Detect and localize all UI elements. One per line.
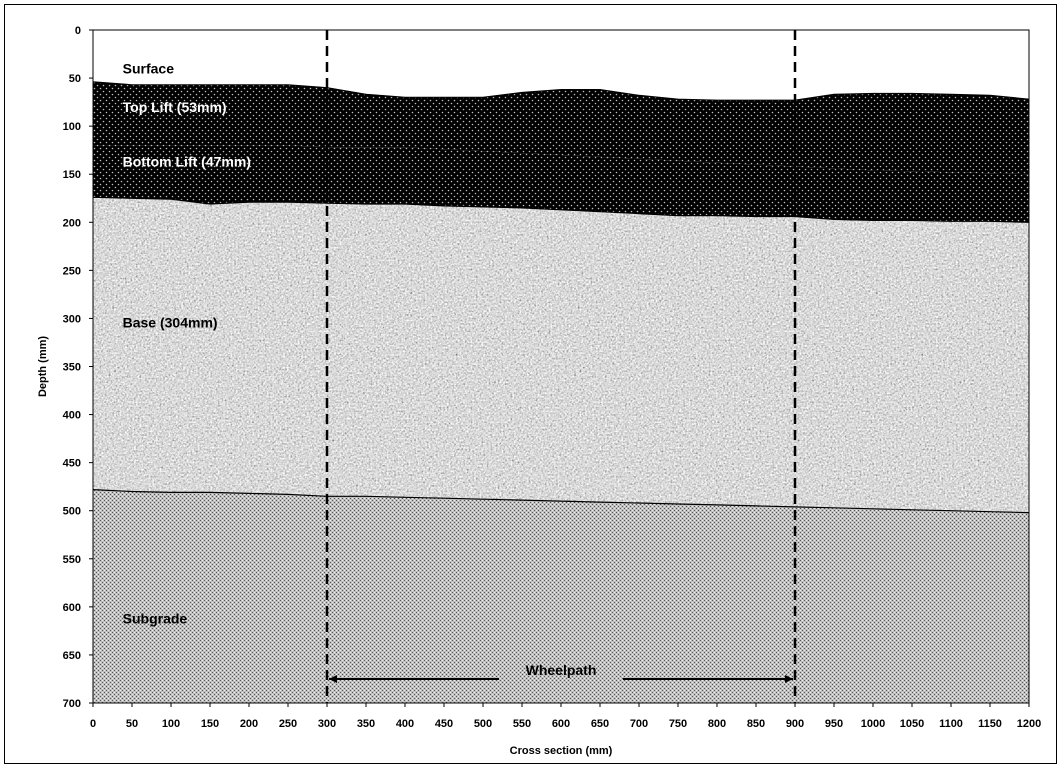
y-tick-label: 450 <box>63 458 81 470</box>
x-axis-title: Cross section (mm) <box>510 745 613 757</box>
x-tick-label: 750 <box>669 718 687 730</box>
y-tick-label: 650 <box>63 650 81 662</box>
x-tick-label: 1050 <box>900 718 924 730</box>
x-tick-label: 250 <box>279 718 297 730</box>
bottom-lift-bottom-line <box>92 196 1030 223</box>
surface-line <box>92 81 1030 101</box>
wheelpath-label: Wheelpath <box>526 662 597 678</box>
wheelpath-arrowhead-right <box>785 674 793 683</box>
layer-label-3: Base (304mm) <box>123 314 218 330</box>
layer-label-1: Top Lift (53mm) <box>123 99 227 115</box>
x-tick-label: 1200 <box>1017 718 1041 730</box>
base-bottom-line <box>92 489 1030 514</box>
y-tick-label: 250 <box>63 265 81 277</box>
x-tick-label: 850 <box>747 718 765 730</box>
y-tick-label: 400 <box>63 410 81 422</box>
x-tick-label: 950 <box>825 718 843 730</box>
x-tick-label: 450 <box>435 718 453 730</box>
x-tick-label: 200 <box>240 718 258 730</box>
x-tick-label: 100 <box>162 718 180 730</box>
x-tick-label: 1000 <box>861 718 885 730</box>
y-tick-label: 300 <box>63 313 81 325</box>
x-tick-label: 150 <box>201 718 219 730</box>
layer-boundaries <box>92 81 1030 514</box>
y-axis-title: Depth (mm) <box>37 336 49 397</box>
y-tick-label: 500 <box>63 506 81 518</box>
x-tick-label: 600 <box>552 718 570 730</box>
x-tick-label: 400 <box>396 718 414 730</box>
base-area <box>93 197 1029 513</box>
wheelpath-boundary-lines <box>325 30 797 703</box>
x-tick-label: 700 <box>630 718 648 730</box>
y-tick-label: 100 <box>63 121 81 133</box>
layer-label-4: Subgrade <box>123 610 188 626</box>
x-tick-label: 1150 <box>978 718 1002 730</box>
y-tick-label: 350 <box>63 362 81 374</box>
x-tick-label: 550 <box>513 718 531 730</box>
layer-label-2: Bottom Lift (47mm) <box>123 154 251 170</box>
y-tick-label: 50 <box>69 73 81 85</box>
x-tick-label: 300 <box>318 718 336 730</box>
x-tick-label: 350 <box>357 718 375 730</box>
y-tick-label: 150 <box>63 169 81 181</box>
y-tick-label: 200 <box>63 217 81 229</box>
layer-label-0: Surface <box>123 60 175 76</box>
x-tick-label: 0 <box>90 718 96 730</box>
x-tick-label: 500 <box>474 718 492 730</box>
y-tick-label: 700 <box>63 698 81 710</box>
layer-areas <box>93 30 1029 703</box>
x-tick-label: 800 <box>708 718 726 730</box>
x-tick-label: 900 <box>786 718 804 730</box>
x-tick-label: 50 <box>126 718 138 730</box>
y-tick-label: 550 <box>63 554 81 566</box>
x-tick-label: 1100 <box>939 718 963 730</box>
wheelpath-annotation: Wheelpath <box>329 662 793 683</box>
wheelpath-arrowhead-left <box>329 674 337 683</box>
x-axis-ticks: 0 50 100 150 200 250 300 350 400 450 500 550 600 650 7… <box>90 703 1041 730</box>
y-tick-label: 600 <box>63 602 81 614</box>
y-axis-ticks: 0 50 100 150 200 250 300 350 400 450 500 550 600 650 7… <box>63 25 93 710</box>
y-tick-label: 0 <box>75 25 81 37</box>
x-tick-label: 650 <box>591 718 609 730</box>
